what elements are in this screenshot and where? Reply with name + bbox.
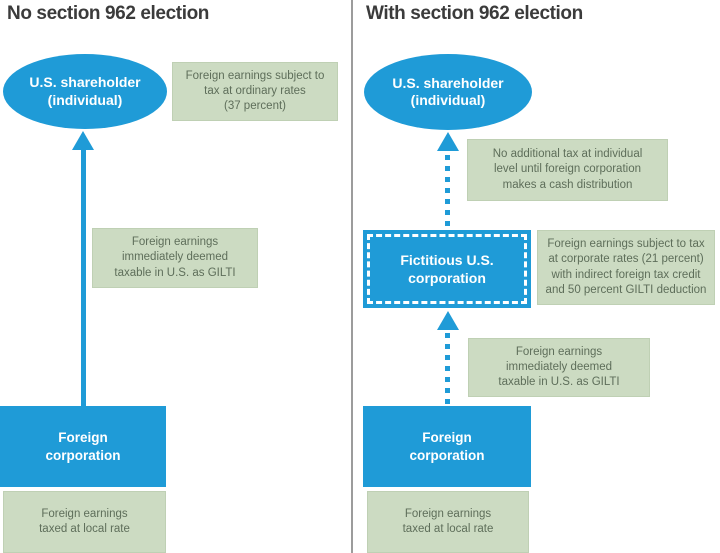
left-note-local-rate: Foreign earnings taxed at local rate — [3, 491, 166, 553]
right-lower-dashed-arrow-line — [445, 333, 450, 405]
right-note-gilti: Foreign earnings immediately deemed taxa… — [468, 338, 650, 397]
left-us-shareholder-node: U.S. shareholder (individual) — [3, 54, 167, 129]
right-note-local-rate: Foreign earnings taxed at local rate — [367, 491, 529, 553]
right-note-corporate-rates: Foreign earnings subject to tax at corpo… — [537, 230, 715, 305]
right-foreign-corporation-node: Foreign corporation — [363, 406, 531, 487]
left-note-gilti: Foreign earnings immediately deemed taxa… — [92, 228, 258, 288]
right-upper-dashed-arrowhead — [437, 132, 459, 151]
right-note-no-additional-tax: No additional tax at individual level un… — [467, 139, 668, 201]
right-lower-dashed-arrowhead — [437, 311, 459, 330]
left-note-ordinary-rates: Foreign earnings subject to tax at ordin… — [172, 62, 338, 121]
left-panel-title: No section 962 election — [7, 3, 209, 24]
left-up-arrowhead — [72, 131, 94, 150]
right-us-shareholder-node: U.S. shareholder (individual) — [364, 54, 532, 130]
right-upper-dashed-arrow-line — [445, 155, 450, 231]
right-panel-title: With section 962 election — [366, 3, 583, 24]
right-fictitious-corporation-node: Fictitious U.S. corporation — [363, 230, 531, 308]
left-up-arrow-line — [81, 148, 86, 406]
panel-divider-line — [351, 0, 353, 553]
left-foreign-corporation-node: Foreign corporation — [0, 406, 166, 487]
